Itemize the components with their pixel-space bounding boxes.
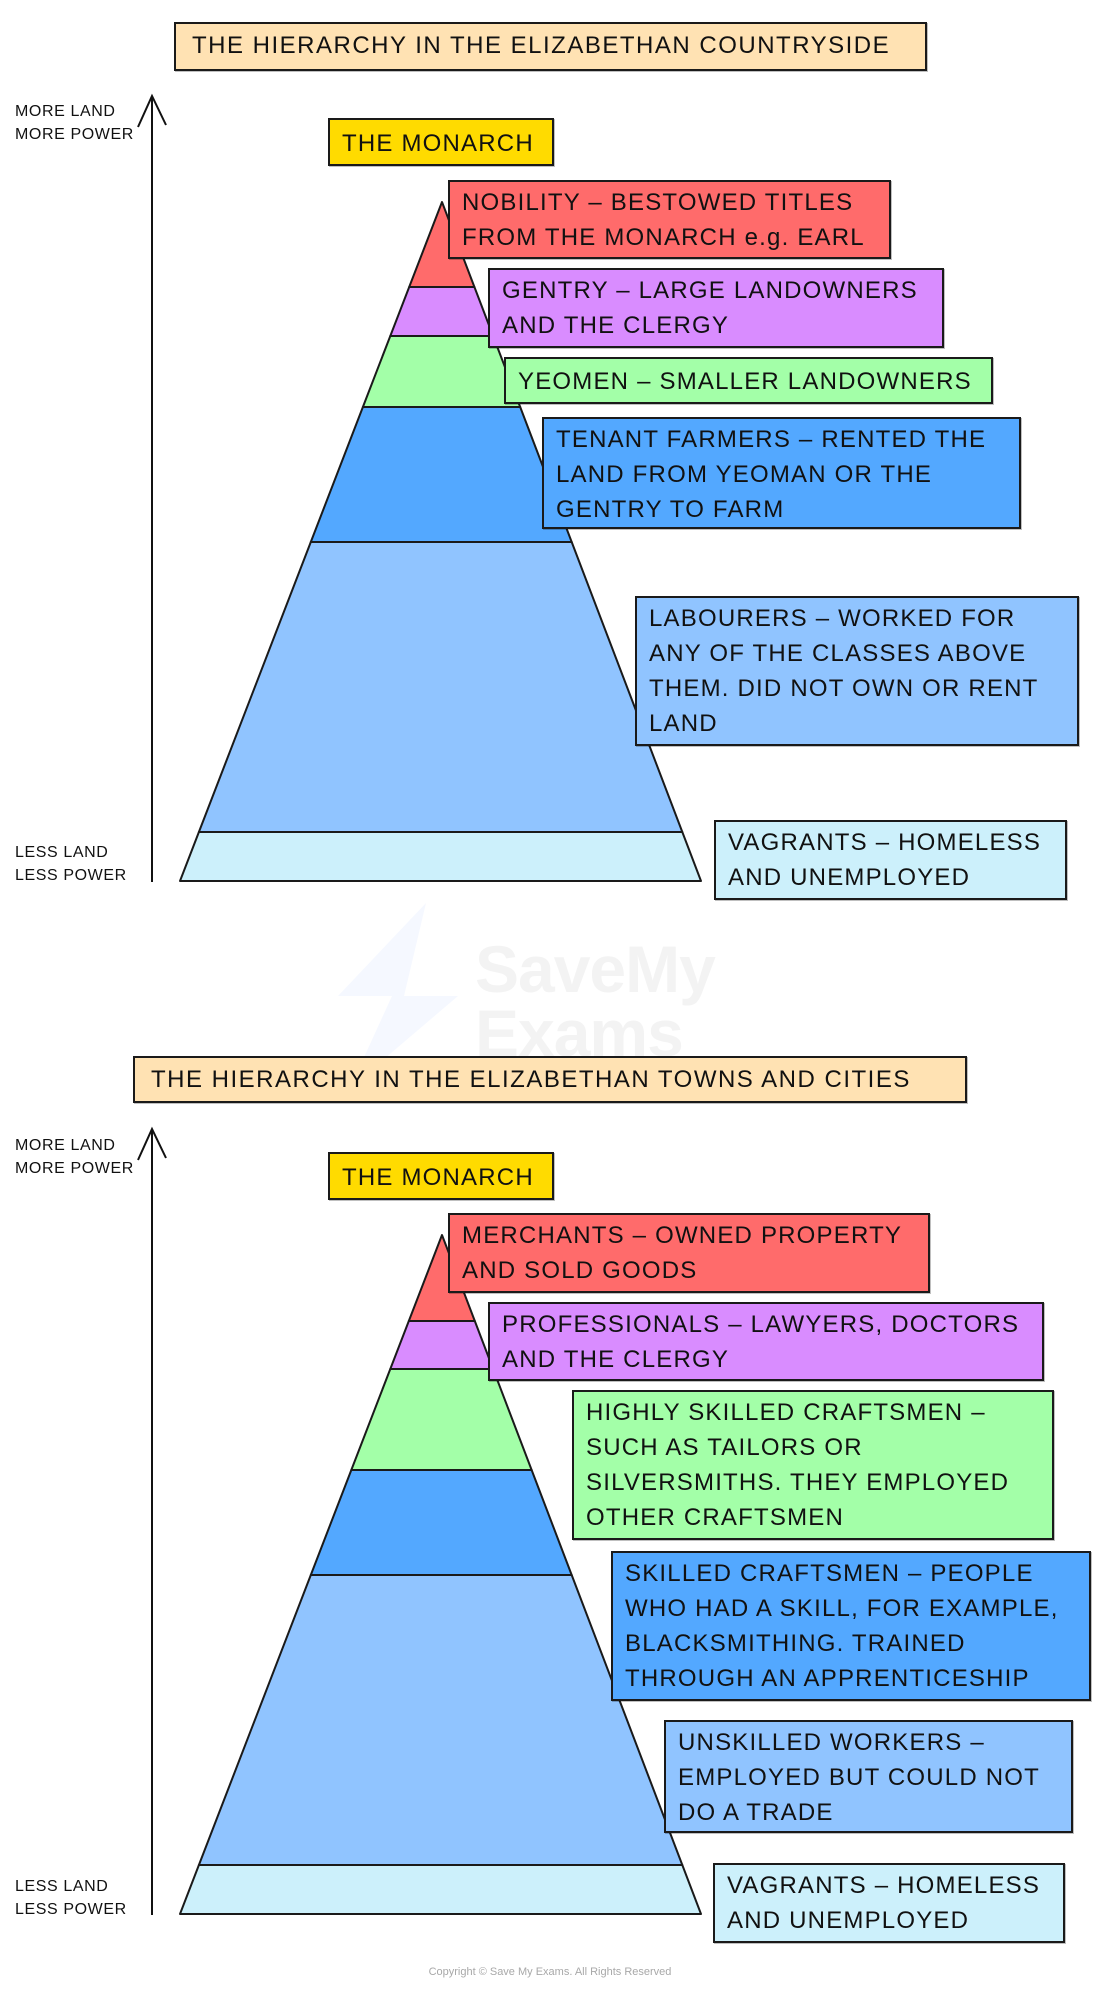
level-text-line: YEOMEN – SMALLER LANDOWNERS bbox=[518, 368, 972, 395]
axis-label-more-power: MORE POWER bbox=[15, 1160, 134, 1177]
level-text-line: FROM THE MONARCH e.g. EARL bbox=[462, 224, 865, 251]
level-box-highly-skilled-craftsmen: HIGHLY SKILLED CRAFTSMEN – SUCH AS TAILOR… bbox=[572, 1390, 1054, 1540]
monarch-label: THE MONARCH bbox=[342, 130, 534, 157]
axis-label-less-power: LESS POWER bbox=[15, 867, 127, 884]
monarch-box: THE MONARCH bbox=[328, 118, 554, 166]
level-text-line: BLACKSMITHING. TRAINED bbox=[625, 1630, 966, 1657]
monarch-box: THE MONARCH bbox=[328, 1152, 554, 1200]
copyright-notice: Copyright © Save My Exams. All Rights Re… bbox=[428, 1966, 672, 1978]
axis-label-more-land: MORE LAND bbox=[15, 1137, 116, 1154]
level-box-gentry: GENTRY – LARGE LANDOWNERS AND THE CLERGY bbox=[488, 268, 944, 348]
pyramid-band-unskilled-workers bbox=[197, 1574, 684, 1866]
level-box-labourers: LABOURERS – WORKED FOR ANY OF THE CLASSES… bbox=[635, 596, 1079, 746]
level-text-line: AND UNEMPLOYED bbox=[727, 1907, 970, 1934]
level-text-line: MERCHANTS – OWNED PROPERTY bbox=[462, 1222, 903, 1249]
level-box-professionals: PROFESSIONALS – LAWYERS, DOCTORS AND THE … bbox=[488, 1302, 1044, 1381]
level-text-line: UNSKILLED WORKERS – bbox=[678, 1729, 985, 1756]
pyramid-band-professionals bbox=[389, 1320, 495, 1370]
level-text-line: TENANT FARMERS – RENTED THE bbox=[556, 426, 987, 453]
axis-label-less-power: LESS POWER bbox=[15, 1901, 127, 1918]
axis-bottom-label: LESS LAND LESS POWER bbox=[15, 1875, 127, 1921]
diagram-title-text: THE HIERARCHY IN THE ELIZABETHAN COUNTRY… bbox=[192, 32, 891, 59]
axis-bottom-label: LESS LAND LESS POWER bbox=[15, 841, 127, 887]
axis-top-label: MORE LAND MORE POWER bbox=[15, 1134, 134, 1180]
lightning-bolt-icon bbox=[338, 903, 458, 1088]
level-text-line: DO A TRADE bbox=[678, 1799, 834, 1826]
level-box-nobility: NOBILITY – BESTOWED TITLES FROM THE MONAR… bbox=[448, 180, 891, 259]
level-text-line: SKILLED CRAFTSMEN – PEOPLE bbox=[625, 1560, 1034, 1587]
diagram-title: THE HIERARCHY IN THE ELIZABETHAN COUNTRY… bbox=[174, 22, 927, 71]
watermark-text-line2: Exams bbox=[475, 996, 684, 1070]
level-text-line: VAGRANTS – HOMELESS bbox=[728, 829, 1042, 856]
level-text-line: AND SOLD GOODS bbox=[462, 1257, 698, 1284]
level-text-line: SILVERSMITHS. THEY EMPLOYED bbox=[586, 1469, 1010, 1496]
level-text-line: GENTRY TO FARM bbox=[556, 496, 785, 523]
level-box-yeomen: YEOMEN – SMALLER LANDOWNERS bbox=[504, 357, 993, 404]
level-text-line: PROFESSIONALS – LAWYERS, DOCTORS bbox=[502, 1311, 1020, 1338]
level-text-line: LAND FROM YEOMAN OR THE bbox=[556, 461, 933, 488]
level-text-line: HIGHLY SKILLED CRAFTSMEN – bbox=[586, 1399, 986, 1426]
pyramid-band-skilled-craftsmen bbox=[309, 1469, 573, 1576]
axis-label-less-land: LESS LAND bbox=[15, 1878, 109, 1895]
axis-label-more-power: MORE POWER bbox=[15, 126, 134, 143]
level-text-line: AND THE CLERGY bbox=[502, 312, 730, 339]
power-axis-arrow bbox=[137, 93, 167, 882]
watermark: SaveMy Exams bbox=[330, 900, 770, 1090]
level-text-line: LAND bbox=[649, 710, 718, 737]
axis-label-less-land: LESS LAND bbox=[15, 844, 109, 861]
level-box-tenant-farmers: TENANT FARMERS – RENTED THE LAND FROM YEO… bbox=[542, 417, 1021, 529]
level-text-line: GENTRY – LARGE LANDOWNERS bbox=[502, 277, 918, 304]
level-text-line: AND THE CLERGY bbox=[502, 1346, 730, 1373]
level-text-line: THEM. DID NOT OWN OR RENT bbox=[649, 675, 1039, 702]
level-box-vagrants: VAGRANTS – HOMELESS AND UNEMPLOYED bbox=[714, 820, 1067, 900]
level-text-line: OTHER CRAFTSMEN bbox=[586, 1504, 844, 1531]
level-box-vagrants: VAGRANTS – HOMELESS AND UNEMPLOYED bbox=[713, 1863, 1065, 1943]
level-text-line: AND UNEMPLOYED bbox=[728, 864, 971, 891]
level-text-line: ANY OF THE CLASSES ABOVE bbox=[649, 640, 1027, 667]
pyramid-band-vagrants bbox=[179, 831, 702, 882]
level-text-line: EMPLOYED BUT COULD NOT bbox=[678, 1764, 1041, 1791]
level-text-line: LABOURERS – WORKED FOR bbox=[649, 605, 1016, 632]
axis-label-more-land: MORE LAND bbox=[15, 103, 116, 120]
pyramid-band-highly-skilled-craftsmen bbox=[350, 1368, 533, 1471]
level-text-line: NOBILITY – BESTOWED TITLES bbox=[462, 189, 854, 216]
diagram-title: THE HIERARCHY IN THE ELIZABETHAN TOWNS A… bbox=[133, 1056, 967, 1103]
monarch-label: THE MONARCH bbox=[342, 1164, 534, 1191]
watermark-text-line1: SaveMy bbox=[475, 932, 716, 1006]
level-box-skilled-craftsmen: SKILLED CRAFTSMEN – PEOPLE WHO HAD A SKIL… bbox=[611, 1551, 1091, 1701]
axis-top-label: MORE LAND MORE POWER bbox=[15, 100, 134, 146]
level-box-unskilled-workers: UNSKILLED WORKERS – EMPLOYED BUT COULD NO… bbox=[664, 1720, 1073, 1833]
pyramid-band-vagrants bbox=[179, 1864, 702, 1915]
level-text-line: SUCH AS TAILORS OR bbox=[586, 1434, 863, 1461]
level-text-line: VAGRANTS – HOMELESS bbox=[727, 1872, 1041, 1899]
diagram-title-text: THE HIERARCHY IN THE ELIZABETHAN TOWNS A… bbox=[151, 1066, 911, 1093]
level-text-line: THROUGH AN APPRENTICESHIP bbox=[625, 1665, 1030, 1692]
level-text-line: WHO HAD A SKILL, FOR EXAMPLE, bbox=[625, 1595, 1059, 1622]
level-box-merchants: MERCHANTS – OWNED PROPERTY AND SOLD GOODS bbox=[448, 1213, 930, 1293]
pyramid bbox=[179, 201, 702, 882]
